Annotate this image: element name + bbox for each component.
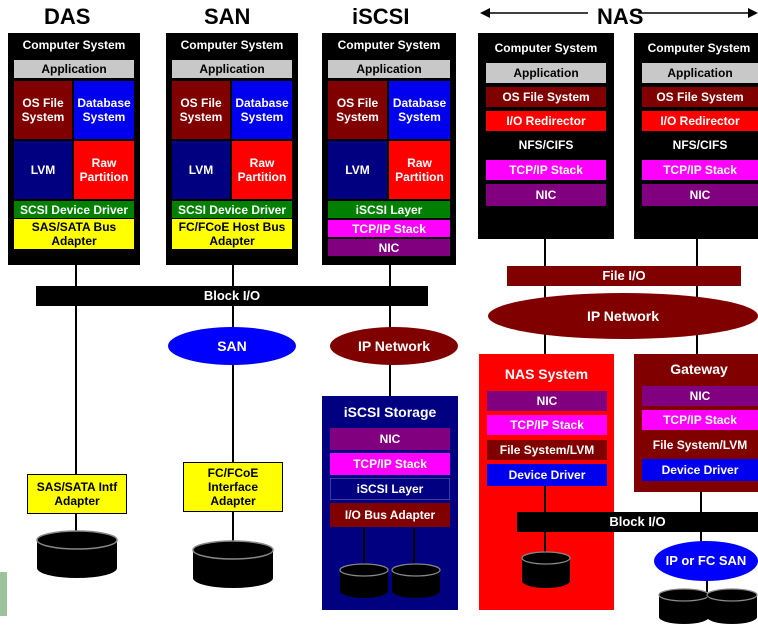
nas-system-file-system: File System/LVM xyxy=(487,440,607,460)
das-scsi-driver: SCSI Device Driver xyxy=(14,201,134,218)
nas-client1-application: Application xyxy=(486,63,606,83)
san-lvm: LVM xyxy=(172,141,230,199)
nas-client1-io-redirector: I/O Redirector xyxy=(486,111,606,131)
das-os-file-system: OS File System xyxy=(14,81,72,139)
gateway-file-system: File System/LVM xyxy=(642,435,758,455)
iscsi-tcp-stack: TCP/IP Stack xyxy=(328,220,450,237)
iscsi-storage-bus-wire1 xyxy=(363,528,365,566)
iscsi-layer: iSCSI Layer xyxy=(328,201,450,218)
nas-client2-tcp-stack: TCP/IP Stack xyxy=(642,160,758,180)
gateway-tcp-stack: TCP/IP Stack xyxy=(642,410,758,430)
das-raw-partition: Raw Partition xyxy=(74,141,134,199)
nas-client1-nfs-cifs: NFS/CIFS xyxy=(486,135,606,155)
nas-client2-title: Computer System xyxy=(647,41,751,55)
nas-system-nic: NIC xyxy=(487,391,607,411)
gateway-nic: NIC xyxy=(642,386,758,406)
san-raw-partition: Raw Partition xyxy=(232,141,292,199)
nas-span-arrow xyxy=(480,8,758,18)
nas-system-title: NAS System xyxy=(504,366,589,382)
iscsi-wire-down xyxy=(389,362,391,397)
nas-ip-network-ellipse: IP Network xyxy=(488,293,758,339)
iscsi-storage-io-bus-adapter: I/O Bus Adapter xyxy=(330,503,450,527)
san-disk-wire xyxy=(706,578,708,592)
das-bus-adapter: SAS/SATA Bus Adapter xyxy=(14,219,134,249)
nas-client2-system: Computer System Application OS File Syst… xyxy=(634,33,758,239)
block-io-bus: Block I/O xyxy=(36,286,428,306)
das-disk-icon xyxy=(36,530,118,578)
san-application: Application xyxy=(172,60,292,78)
iscsi-nic: NIC xyxy=(328,239,450,256)
iscsi-storage-layer: iSCSI Layer xyxy=(330,478,450,500)
gateway: Gateway NIC TCP/IP Stack File System/LVM… xyxy=(634,354,758,492)
san-disk-icon xyxy=(192,540,274,588)
nas-client2-nfs-cifs: NFS/CIFS xyxy=(642,135,758,155)
nas-block-io-bar: Block I/O xyxy=(517,512,758,532)
header-nas: NAS xyxy=(597,4,644,29)
das-computer-system: Computer System Application OS File Syst… xyxy=(8,33,140,265)
san-scsi-driver: SCSI Device Driver xyxy=(172,201,292,218)
iscsi-computer-system: Computer System Application OS File Syst… xyxy=(322,33,456,265)
file-io-bar: File I/O xyxy=(507,266,741,286)
das-system-title: Computer System xyxy=(22,38,126,52)
das-application: Application xyxy=(14,60,134,78)
san-wire-top xyxy=(232,265,234,287)
nas-client1-tcp-stack: TCP/IP Stack xyxy=(486,160,606,180)
nas-client1-os-file-system: OS File System xyxy=(486,87,606,107)
das-intf-adapter: SAS/SATA Intf Adapter xyxy=(27,474,127,514)
das-database-system: Database System xyxy=(74,81,134,139)
partial-edge-tile xyxy=(0,572,7,616)
header-iscsi: iSCSI xyxy=(352,4,410,29)
nas-system-tcp-stack: TCP/IP Stack xyxy=(487,415,607,435)
header-san: SAN xyxy=(204,4,251,29)
nas-client2-application: Application xyxy=(642,63,758,83)
iscsi-os-file-system: OS File System xyxy=(328,81,387,139)
san-computer-system: Computer System Application OS File Syst… xyxy=(166,33,298,265)
das-wire-disk xyxy=(75,513,77,535)
das-wire-top xyxy=(75,265,77,287)
iscsi-disk-icon-1 xyxy=(339,563,389,598)
san-wire-down xyxy=(232,305,234,465)
nas-client2-os-file-system: OS File System xyxy=(642,87,758,107)
iscsi-storage-nic: NIC xyxy=(330,428,450,450)
san-wire-disk xyxy=(232,510,234,545)
nas-system-disk-icon xyxy=(521,551,571,588)
iscsi-system-title: Computer System xyxy=(337,38,441,52)
header-das: DAS xyxy=(44,4,91,29)
iscsi-storage-bus-wire2 xyxy=(413,528,415,566)
ip-fc-san-ellipse: IP or FC SAN xyxy=(654,541,758,581)
iscsi-storage-title: iSCSI Storage xyxy=(343,404,437,420)
nas-system-device-driver: Device Driver xyxy=(487,464,607,486)
iscsi-ip-network-ellipse: IP Network xyxy=(330,327,458,365)
gateway-disk-icon-2 xyxy=(706,588,758,624)
san-network-ellipse: SAN xyxy=(168,327,296,365)
das-wire-down xyxy=(75,305,77,475)
nas-client1-system: Computer System Application OS File Syst… xyxy=(478,33,614,239)
san-host-bus-adapter: FC/FCoE Host Bus Adapter xyxy=(172,219,292,249)
gateway-disk-icon-1 xyxy=(658,588,710,624)
san-system-title: Computer System xyxy=(180,38,284,52)
san-database-system: Database System xyxy=(232,81,292,139)
san-intf-adapter: FC/FCoE Interface Adapter xyxy=(183,462,283,512)
nas-client1-title: Computer System xyxy=(494,41,598,55)
nas-client2-io-redirector: I/O Redirector xyxy=(642,111,758,131)
nas-client1-nic: NIC xyxy=(486,184,606,206)
iscsi-disk-icon-2 xyxy=(391,563,441,598)
iscsi-storage: iSCSI Storage NIC TCP/IP Stack iSCSI Lay… xyxy=(322,396,458,610)
nas-system: NAS System NIC TCP/IP Stack File System/… xyxy=(479,354,614,610)
iscsi-database-system: Database System xyxy=(389,81,450,139)
gateway-title: Gateway xyxy=(670,361,728,377)
iscsi-application: Application xyxy=(328,60,450,78)
iscsi-raw-partition: Raw Partition xyxy=(389,141,450,199)
das-lvm: LVM xyxy=(14,141,72,199)
gateway-device-driver: Device Driver xyxy=(642,459,758,481)
iscsi-lvm: LVM xyxy=(328,141,387,199)
iscsi-storage-tcp-stack: TCP/IP Stack xyxy=(330,453,450,475)
san-os-file-system: OS File System xyxy=(172,81,230,139)
nas-client2-nic: NIC xyxy=(642,184,758,206)
